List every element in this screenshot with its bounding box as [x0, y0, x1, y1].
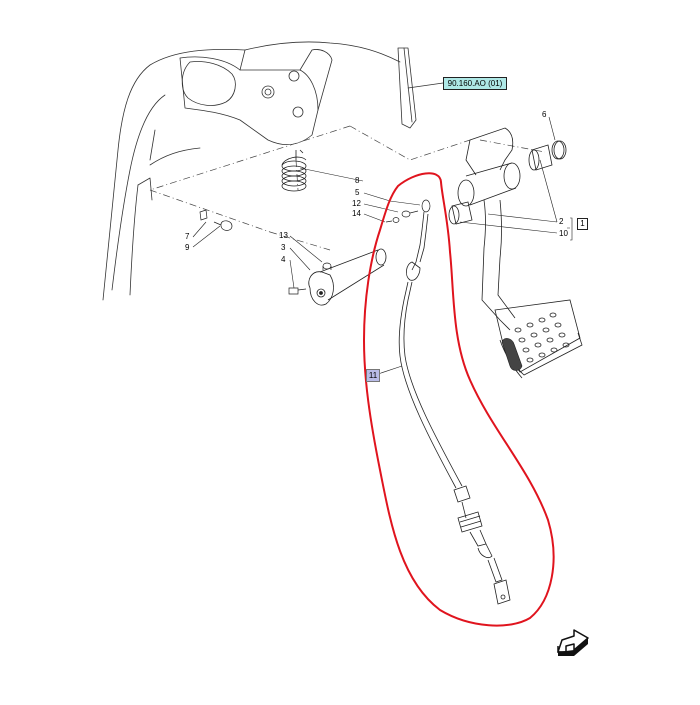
callout-3: 3	[281, 243, 286, 252]
bracket-hole	[288, 70, 300, 82]
callout-5: 5	[355, 188, 360, 197]
assembly-line	[148, 125, 351, 233]
callout-7: 7	[185, 232, 190, 241]
bracket-hole	[292, 106, 304, 118]
callout-9: 9	[185, 243, 190, 252]
pedal-pad-holes	[514, 312, 570, 363]
callout-10: 10	[559, 229, 568, 238]
reference-link[interactable]: 90.160.AO (01)	[443, 77, 507, 90]
fitting-parts	[385, 199, 431, 223]
callout-2: 2	[559, 217, 564, 226]
callout-1[interactable]: 1	[577, 218, 588, 230]
reference-leader	[407, 82, 444, 89]
assembly-line	[349, 125, 471, 161]
next-page-arrow-icon[interactable]	[557, 629, 589, 656]
assembly-line	[269, 231, 331, 251]
bolt-4	[288, 287, 307, 295]
highlight-loop	[362, 172, 555, 627]
frame-lower-edge	[129, 184, 139, 296]
clutch-cable	[398, 211, 511, 605]
callout-11[interactable]: 11	[366, 369, 380, 382]
pedal-bracket-plate	[179, 56, 319, 145]
bolt-13	[322, 262, 332, 270]
callout-13: 13	[279, 231, 288, 240]
bushing-6	[551, 140, 567, 160]
pedal-slot	[501, 338, 523, 371]
frame-top-edge	[244, 41, 401, 63]
callout-12: 12	[352, 199, 361, 208]
leader-lines	[192, 116, 573, 375]
bushing-2	[528, 144, 553, 171]
callout-8: 8	[355, 176, 360, 185]
frame-outline	[102, 48, 246, 301]
vertical-post	[397, 47, 417, 129]
frame-inner-edge	[111, 94, 166, 291]
clutch-pedal	[457, 127, 583, 379]
assembly-line	[295, 159, 299, 191]
bolt-7-9	[199, 209, 233, 231]
bracket-cutout	[181, 61, 236, 106]
callout-14: 14	[352, 209, 361, 218]
pivot-shaft	[308, 248, 387, 306]
callout-4: 4	[281, 255, 286, 264]
bushing-10	[448, 201, 473, 225]
bracket-hole	[261, 85, 275, 99]
callout-6: 6	[542, 110, 547, 119]
return-spring	[281, 149, 307, 192]
